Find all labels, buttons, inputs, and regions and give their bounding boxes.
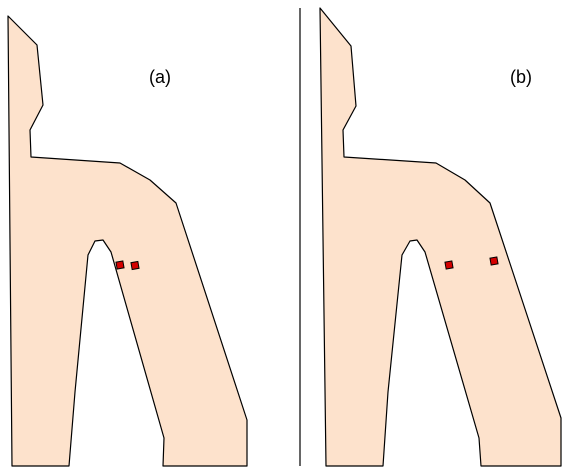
panel-a-shape: [8, 16, 247, 466]
panel-b: (b): [320, 8, 561, 466]
panel-b-label: (b): [510, 67, 532, 87]
panel-a-label: (a): [149, 67, 171, 87]
panel-a: (a): [8, 16, 247, 466]
panel-b-marker-1: [445, 261, 453, 269]
panel-b-marker-2: [490, 257, 498, 265]
panel-a-marker-2: [131, 261, 139, 269]
panel-a-marker-1: [116, 261, 124, 269]
